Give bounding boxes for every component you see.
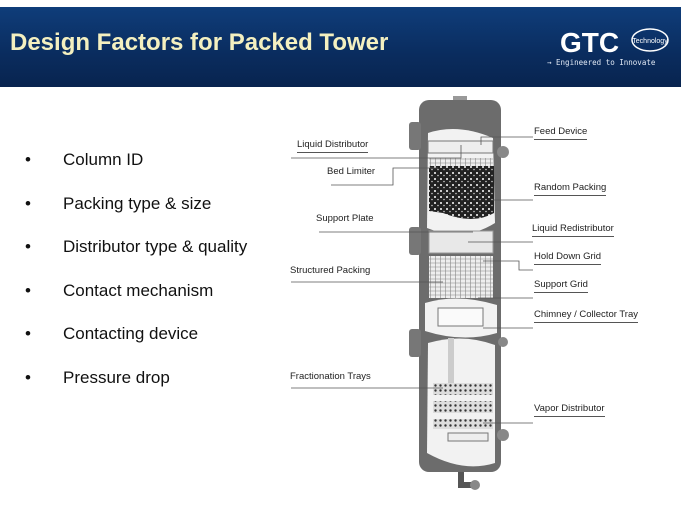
label-liquid-redistributor: Liquid Redistributor xyxy=(532,223,614,237)
label-feed-device: Feed Device xyxy=(534,126,588,140)
bullet-list: •Column ID •Packing type & size •Distrib… xyxy=(25,150,247,411)
label-hold-down-grid: Hold Down Grid xyxy=(534,251,602,265)
label-support-grid: Support Grid xyxy=(534,279,588,293)
bullet-item: •Packing type & size xyxy=(25,193,212,213)
packed-tower-diagram: Liquid Distributor Bed Limiter Support P… xyxy=(283,93,665,497)
slide-header xyxy=(0,7,681,87)
slide-title: Design Factors for Packed Tower xyxy=(10,29,389,56)
label-vapor-distributor: Vapor Distributor xyxy=(534,403,605,417)
label-bed-limiter: Bed Limiter xyxy=(327,166,376,177)
bullet-item: •Contact mechanism xyxy=(25,280,214,300)
label-random-packing: Random Packing xyxy=(534,182,607,196)
label-liquid-distributor: Liquid Distributor xyxy=(297,139,369,153)
tower-illustration xyxy=(291,96,533,490)
logo-text: GTC xyxy=(560,27,619,58)
bullet-item: •Distributor type & quality xyxy=(25,237,248,256)
bullet-item: •Pressure drop xyxy=(25,367,170,387)
label-chimney-collector-tray: Chimney / Collector Tray xyxy=(534,309,639,323)
bullet-item: •Contacting device xyxy=(25,324,199,343)
gtc-logo: GTC Technology xyxy=(560,27,669,58)
label-fractionation-trays: Fractionation Trays xyxy=(290,371,371,382)
tagline: → Engineered to Innovate xyxy=(547,58,656,67)
logo-badge: Technology xyxy=(632,38,668,45)
label-structured-packing: Structured Packing xyxy=(290,265,371,276)
bullet-item: •Column ID xyxy=(25,150,144,169)
label-support-plate: Support Plate xyxy=(316,213,374,224)
